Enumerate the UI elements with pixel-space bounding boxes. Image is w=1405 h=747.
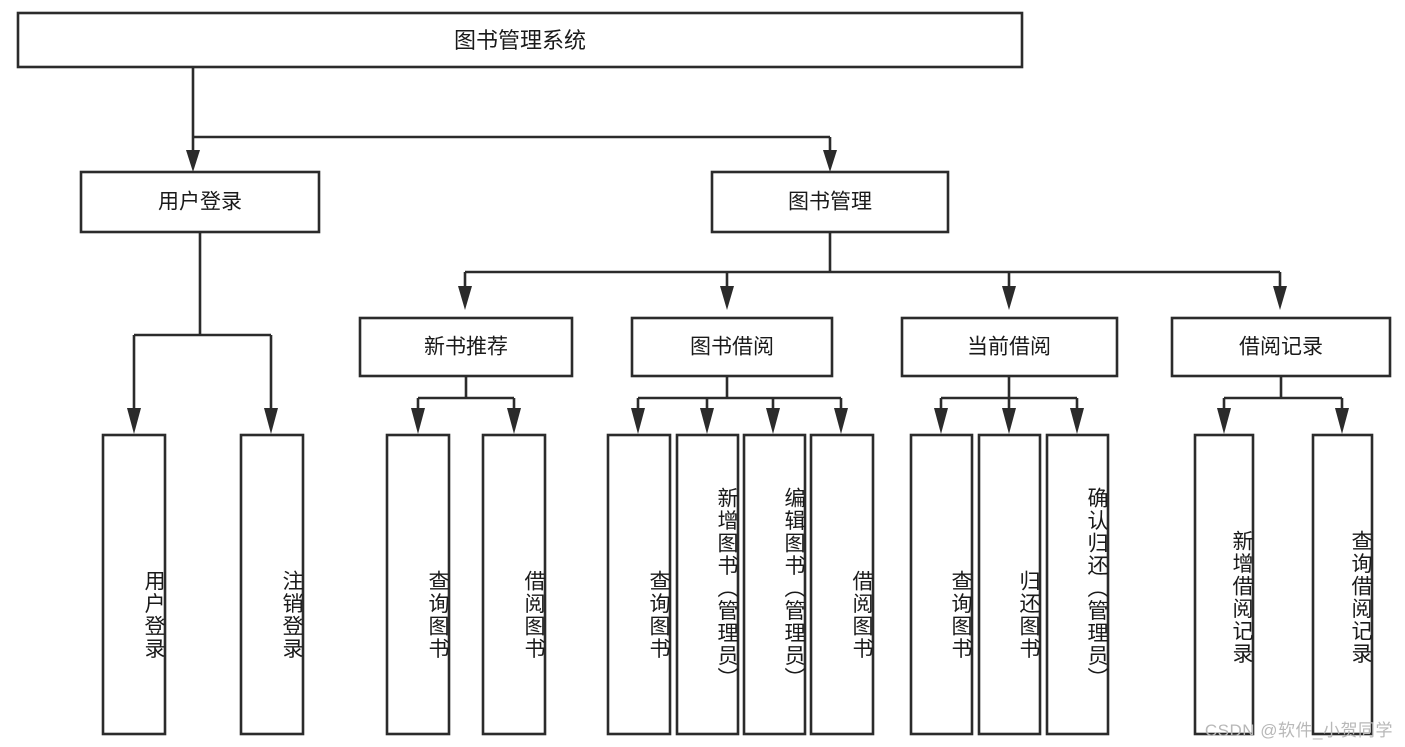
- csdn-watermark: CSDN @软件_小贺同学: [1204, 721, 1393, 740]
- node-leaf-query-book-2[interactable]: [606, 433, 672, 736]
- node-book-manage[interactable]: 图书管理: [710, 170, 950, 234]
- node-borrow-record-label: 借阅记录: [1239, 336, 1323, 359]
- node-leaf-user-login[interactable]: [101, 433, 167, 736]
- node-current-borrow-label: 当前借阅: [967, 336, 1051, 359]
- connector-bookmanage-to-level3: [458, 232, 1287, 310]
- node-leaf-confirm-return[interactable]: [1045, 433, 1110, 736]
- node-user-login[interactable]: 用户登录: [79, 170, 321, 234]
- node-leaf-return-book[interactable]: [977, 433, 1042, 736]
- node-leaf-query-book-3[interactable]: [909, 433, 974, 736]
- connector-newbook-to-leaves: [411, 377, 521, 434]
- node-root[interactable]: 图书管理系统: [16, 11, 1024, 69]
- connector-bookborrow-to-leaves: [631, 377, 848, 434]
- node-leaf-borrow-book-1[interactable]: [481, 433, 547, 736]
- node-borrow-record[interactable]: 借阅记录: [1170, 316, 1392, 378]
- node-current-borrow[interactable]: 当前借阅: [900, 316, 1119, 378]
- node-leaf-edit-book[interactable]: [742, 433, 807, 736]
- connector-root-to-level2: [186, 67, 837, 172]
- connector-borrowrecord-to-leaves: [1217, 377, 1349, 434]
- node-leaf-borrow-book-2[interactable]: [809, 433, 875, 736]
- node-root-label: 图书管理系统: [454, 28, 586, 53]
- node-user-login-label: 用户登录: [158, 191, 242, 214]
- node-leaf-add-book[interactable]: [675, 433, 740, 736]
- connector-userlogin-to-leaves: [127, 232, 278, 434]
- node-leaf-add-record[interactable]: [1193, 433, 1255, 736]
- connector-currentborrow-to-leaves: [934, 377, 1084, 434]
- node-new-book-rec[interactable]: 新书推荐: [358, 316, 574, 378]
- node-leaf-user-logout[interactable]: [239, 433, 305, 736]
- node-book-manage-label: 图书管理: [788, 191, 872, 214]
- node-book-borrow[interactable]: 图书借阅: [630, 316, 834, 378]
- node-leaf-query-book-1[interactable]: [385, 433, 451, 736]
- node-leaf-query-record[interactable]: [1311, 433, 1374, 736]
- node-new-book-rec-label: 新书推荐: [424, 336, 508, 359]
- node-book-borrow-label: 图书借阅: [690, 336, 774, 359]
